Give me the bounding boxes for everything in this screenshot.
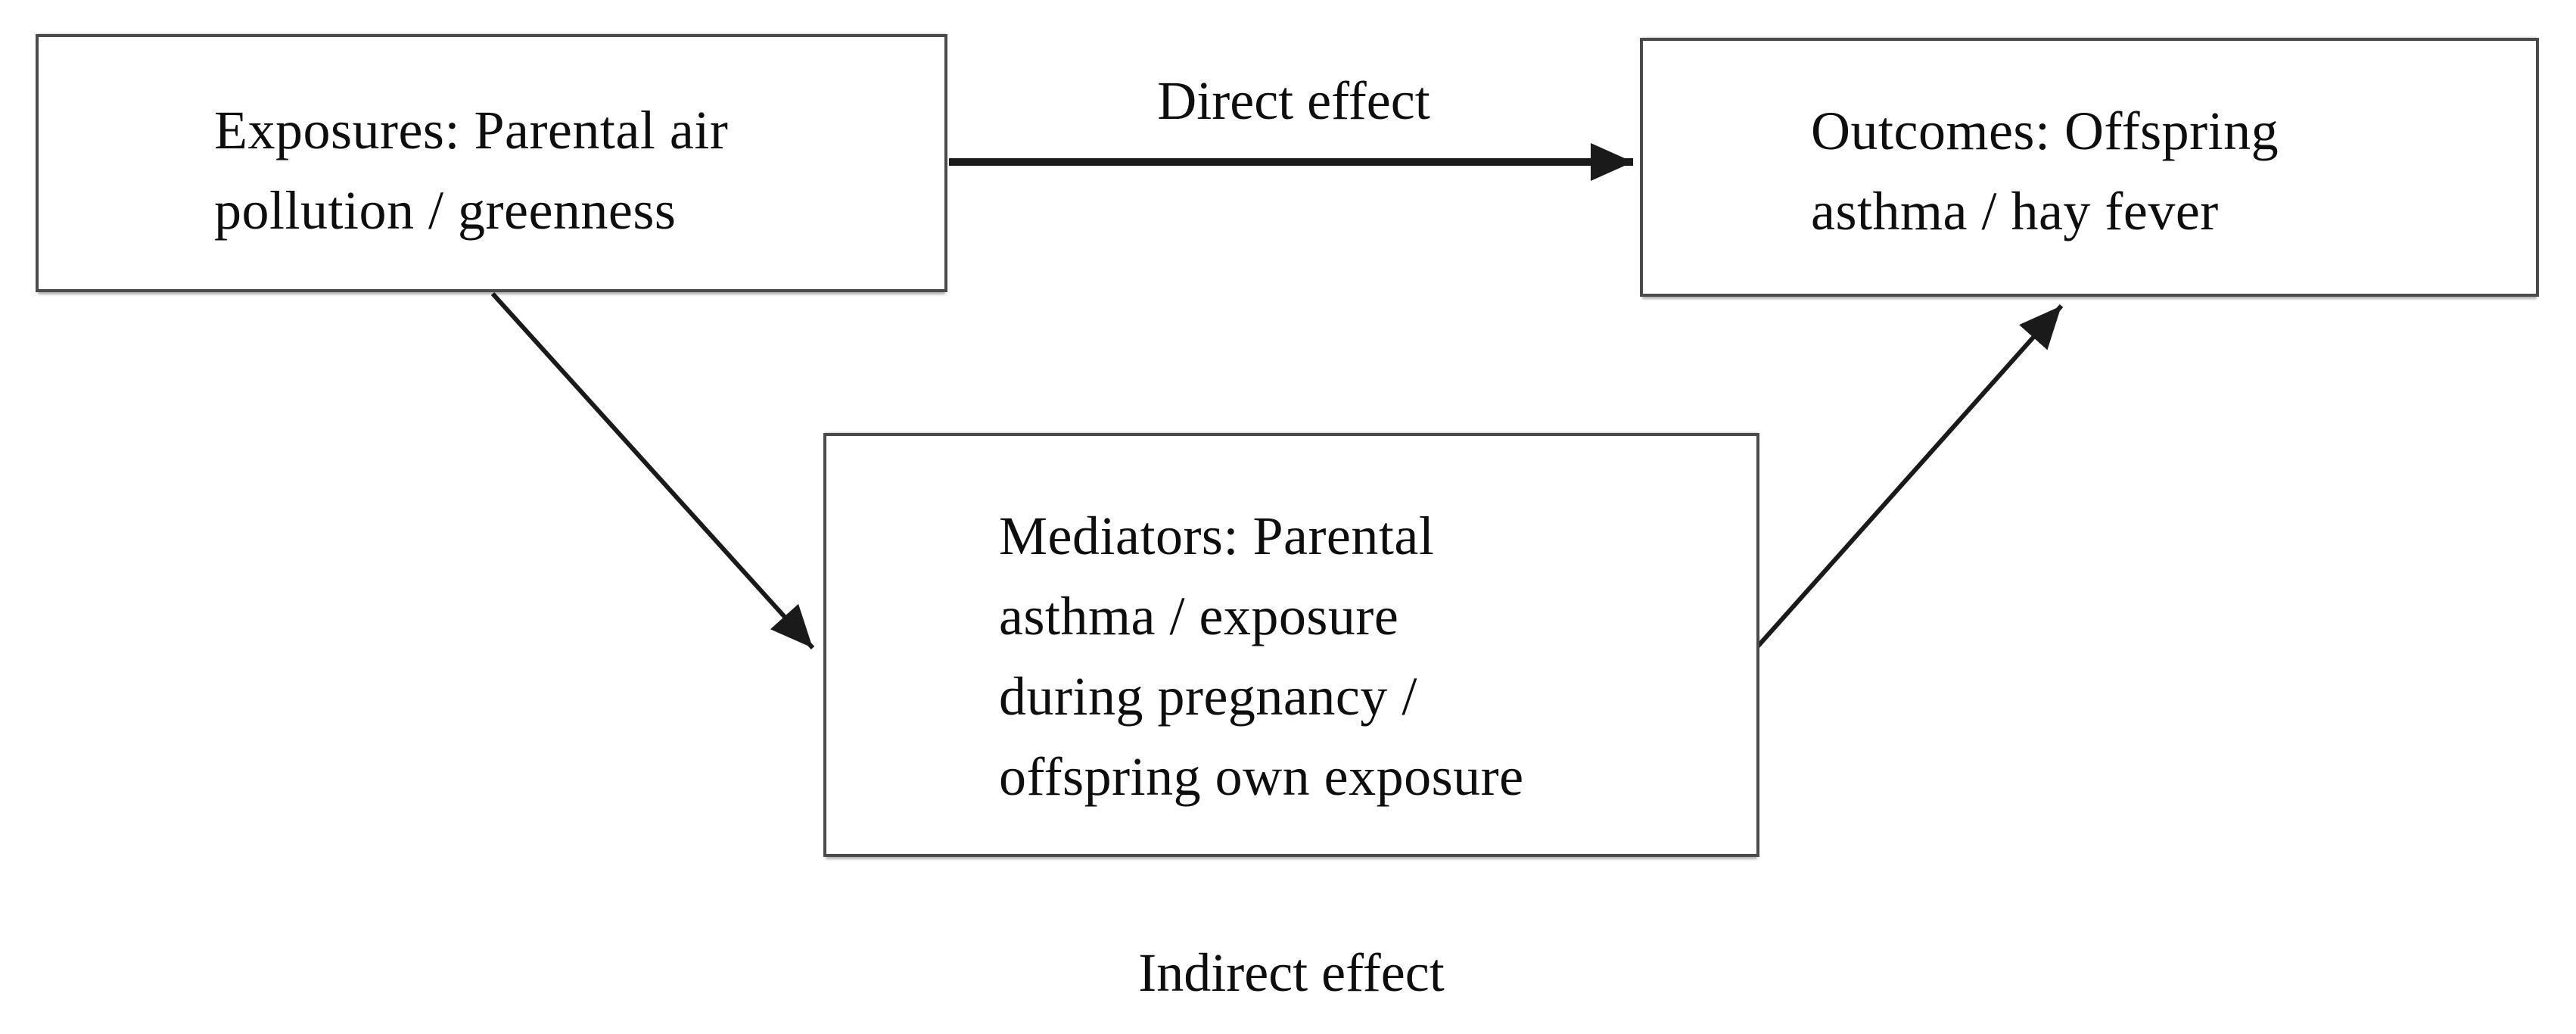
indirect-effect-label: Indirect effect — [1138, 942, 1445, 1003]
mediators-box-line-3: during pregnancy / — [999, 666, 1417, 727]
mediators-box: Mediators: Parental asthma / exposure du… — [823, 433, 1759, 857]
exposures-to-mediators-arrow — [490, 291, 815, 650]
outcomes-box-line-2: asthma / hay fever — [1811, 181, 2219, 241]
exposures-box: Exposures: Parental air pollution / gree… — [36, 34, 947, 292]
exposures-box-line-2: pollution / greenness — [214, 179, 677, 241]
outcomes-box: Outcomes: Offspring asthma / hay fever — [1640, 38, 2539, 297]
mediators-box-line-4: offspring own exposure — [999, 746, 1524, 807]
exposures-box-line-1: Exposures: Parental air — [214, 99, 729, 160]
mediators-box-line-1: Mediators: Parental — [999, 506, 1435, 566]
mediators-box-line-2: asthma / exposure — [999, 586, 1399, 646]
outcomes-box-line-1: Outcomes: Offspring — [1811, 101, 2279, 161]
mediators-to-outcomes-arrow — [1747, 304, 2064, 657]
direct-effect-label: Direct effect — [1157, 70, 1430, 131]
